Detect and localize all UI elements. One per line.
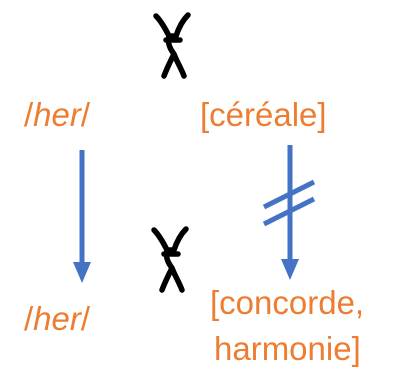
top-phonetic-label: /her/ bbox=[24, 96, 90, 134]
bottom-meaning-line1: [concorde, bbox=[210, 284, 365, 321]
top-meaning-label: [céréale] bbox=[200, 96, 327, 133]
sound-arrow bbox=[73, 150, 91, 283]
not-equal-slash bbox=[262, 179, 316, 227]
slash-close: / bbox=[80, 96, 91, 133]
phonetic-sound: her bbox=[33, 96, 81, 133]
slash-close: / bbox=[80, 300, 91, 337]
slash-open: / bbox=[24, 96, 34, 133]
rune-glyph-top bbox=[153, 12, 191, 79]
rune-glyph-bottom bbox=[151, 226, 189, 293]
slash-open: / bbox=[24, 300, 34, 337]
bottom-phonetic-label: /her/ bbox=[24, 300, 90, 338]
bottom-meaning-line2: harmonie] bbox=[214, 330, 361, 367]
phonetic-sound: her bbox=[33, 300, 81, 337]
meaning-arrow bbox=[281, 145, 299, 280]
